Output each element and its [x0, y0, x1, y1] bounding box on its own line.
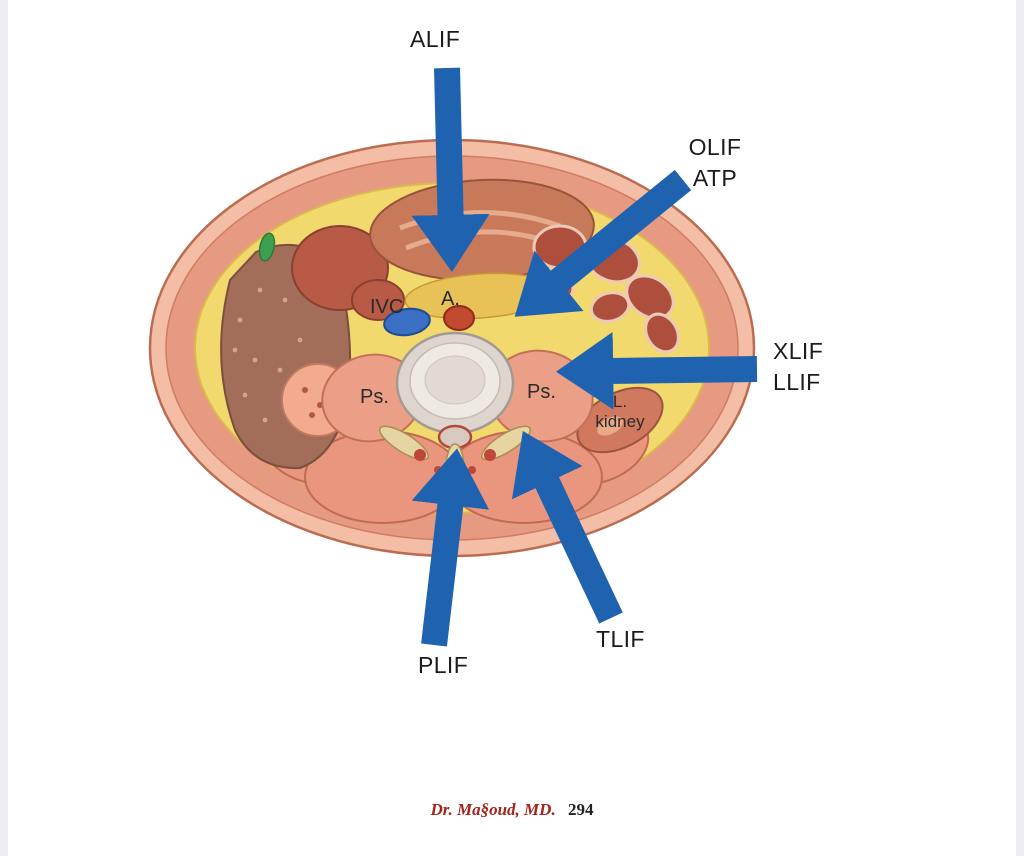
kidney-label: L. kidney	[588, 392, 652, 432]
olif-label-line: OLIF	[688, 134, 742, 160]
footer: Dr. Ma§oud, MD. 294	[0, 800, 1024, 820]
plif-arrow	[411, 448, 490, 647]
olif-atp-arrow	[514, 169, 692, 317]
alif-arrow	[411, 67, 490, 272]
spinous-process	[445, 443, 465, 493]
kidney-hilum	[597, 416, 623, 436]
plif-label: PLIF	[418, 652, 469, 678]
approach-arrows	[411, 67, 758, 647]
kidney-label-line1: L.	[612, 392, 628, 411]
xlif-llif-label: XLIF LLIF	[773, 336, 823, 398]
olif-atp-label: OLIF ATP	[680, 132, 750, 194]
colon-small-loop	[351, 279, 405, 321]
xlif-llif-arrow	[556, 331, 758, 410]
xlif-label-line: XLIF	[773, 338, 824, 364]
psoas-right-label: Ps.	[527, 381, 556, 403]
lamina-dot-left	[434, 466, 442, 474]
llif-label-line: LLIF	[773, 369, 821, 395]
ivc-label: IVC	[370, 296, 404, 318]
facet-left	[414, 449, 426, 461]
aorta-label: A.	[441, 288, 460, 310]
lamina-dot-right	[468, 466, 476, 474]
psoas-left-label: Ps.	[360, 386, 389, 408]
green-bowel-segment	[258, 232, 276, 262]
author-credit: Dr. Ma§oud, MD.	[430, 800, 556, 819]
ivc-vessel	[383, 307, 431, 337]
atp-label-line: ATP	[692, 165, 738, 191]
alif-label: ALIF	[410, 26, 461, 52]
aorta-vessel	[443, 305, 475, 331]
kidney-label-line2: kidney	[595, 412, 645, 431]
tlif-label: TLIF	[596, 626, 645, 652]
vertebral-body-core	[424, 355, 486, 405]
page-number: 294	[567, 800, 594, 819]
tlif-arrow	[511, 430, 623, 624]
erector-spinae-right	[445, 430, 603, 524]
facet-right	[484, 449, 496, 461]
